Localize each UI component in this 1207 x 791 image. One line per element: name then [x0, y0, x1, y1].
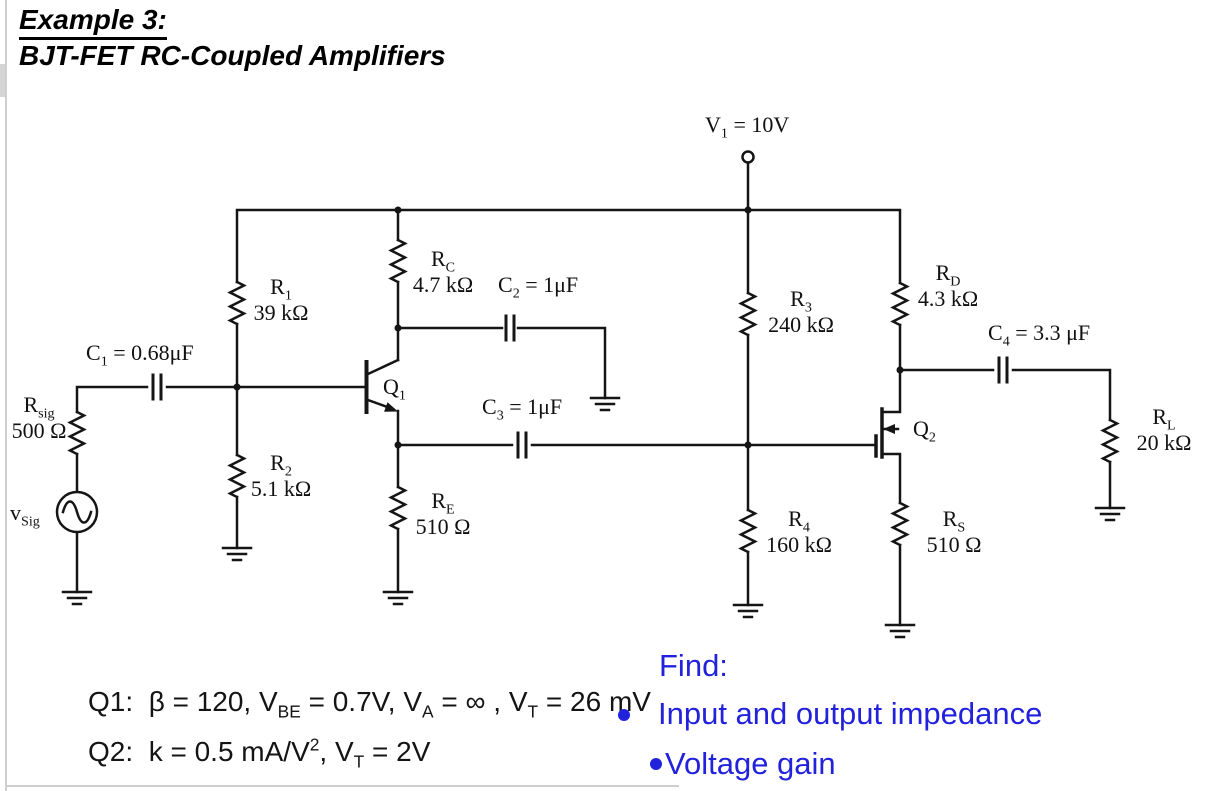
q1-spec-line: Q1: β = 120, VBE = 0.7V, VA = ∞ , VT = 2…	[88, 686, 651, 722]
label-rsig: Rsig 500 Ω	[11, 392, 67, 443]
title-line2: BJT-FET RC-Coupled Amplifiers	[19, 40, 446, 71]
capacitor-c4	[997, 356, 1009, 384]
ground-rs	[884, 623, 916, 639]
bjt-q1	[364, 358, 400, 414]
supply-terminal	[741, 150, 755, 164]
ground-c2	[589, 396, 621, 412]
label-q1: Q1	[383, 374, 406, 404]
signal-source	[55, 490, 99, 534]
ground-rl	[1094, 506, 1126, 522]
resistor-r4	[738, 508, 758, 554]
bullet-icon	[618, 709, 630, 721]
label-r4: R4 160 kΩ	[766, 506, 832, 557]
resistor-re	[388, 485, 408, 531]
label-q2: Q2	[913, 416, 936, 446]
label-c1: C1 = 0.68μF	[86, 340, 194, 370]
label-rd: RD 4.3 kΩ	[917, 260, 979, 311]
circuit-diagram	[55, 150, 1126, 639]
find-bullet-1: Input and output impedance	[658, 696, 1043, 731]
mosfet-q2	[874, 407, 895, 459]
label-c2: C2 = 1μF	[498, 272, 579, 302]
label-c4: C4 = 3.3 μF	[988, 320, 1091, 350]
resistor-rc	[388, 238, 408, 284]
resistor-rs	[890, 501, 910, 547]
label-rl: RL 20 kΩ	[1136, 404, 1192, 455]
title-line1: Example 3:	[19, 4, 167, 40]
label-vsig: vSig	[10, 500, 40, 530]
label-r1: R1 39 kΩ	[253, 274, 309, 325]
label-r2: R2 5.1 kΩ	[250, 450, 312, 501]
q2-spec-line: Q2: k = 0.5 mA/V2, VT = 2V	[88, 734, 431, 772]
resistor-r2	[227, 453, 247, 499]
ground-re	[382, 590, 414, 606]
ground-r4	[732, 603, 764, 619]
label-rc: RC 4.7 kΩ	[412, 246, 474, 297]
slide-bottom-border	[7, 785, 679, 787]
resistor-rsig	[67, 410, 87, 456]
find-bullet-2: Voltage gain	[665, 746, 836, 781]
slide-left-border	[5, 0, 7, 791]
bullet-icon	[650, 758, 662, 770]
label-r3: R3 240 kΩ	[768, 286, 834, 337]
capacitor-c1	[151, 373, 163, 401]
wires	[75, 161, 1112, 627]
ground-vsig	[61, 590, 93, 606]
label-re: RE 510 Ω	[415, 488, 471, 539]
slide-edge-tab	[0, 64, 5, 97]
resistor-r3	[738, 291, 758, 337]
label-rs: RS 510 Ω	[926, 506, 982, 557]
resistor-rl	[1100, 418, 1120, 464]
label-v1: V1 = 10V	[705, 112, 790, 142]
junction-dots	[233, 206, 904, 449]
ground-r2	[221, 546, 253, 562]
capacitor-c3	[516, 431, 528, 459]
label-c3: C3 = 1μF	[482, 394, 563, 424]
slide-title: Example 3: BJT-FET RC-Coupled Amplifiers	[19, 4, 446, 72]
capacitor-c2	[504, 314, 516, 342]
resistor-r1	[227, 280, 247, 326]
resistor-rd	[890, 281, 910, 327]
find-heading: Find:	[659, 648, 728, 683]
